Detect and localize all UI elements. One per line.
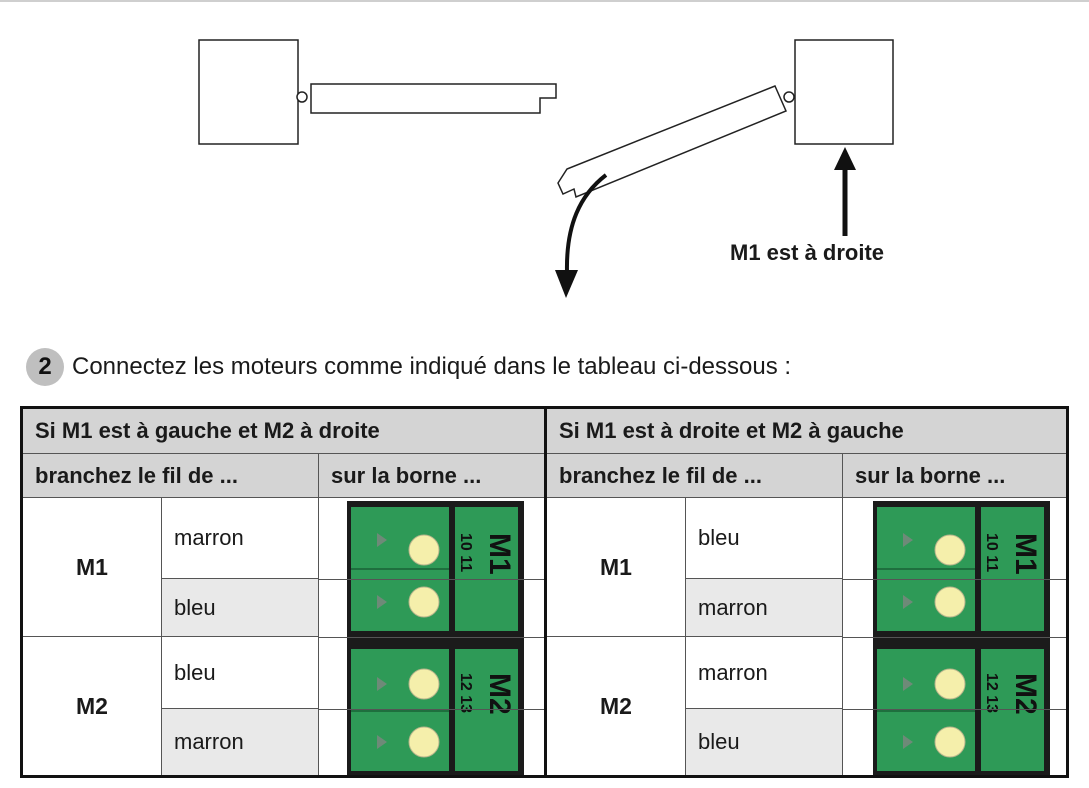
terminal-pins-m2: 12 13 bbox=[457, 673, 474, 713]
table-right-motor-m2: M2 bbox=[547, 637, 686, 775]
terminal-pins-m1: 10 11 bbox=[983, 533, 1000, 572]
top-rule bbox=[0, 0, 1089, 2]
right-gate-leaf bbox=[557, 85, 787, 199]
wiring-table: Si M1 est à gauche et M2 à droite branch… bbox=[20, 406, 1069, 778]
row-divider bbox=[843, 637, 1066, 638]
left-gate-leaf bbox=[310, 83, 557, 114]
table-left-m1-wire2: bleu bbox=[162, 579, 319, 637]
table-right-title: Si M1 est à droite et M2 à gauche bbox=[547, 409, 1066, 454]
swing-arrow-head bbox=[555, 270, 578, 298]
swing-arrow-curve bbox=[564, 173, 608, 273]
terminal-label-m1: M1 bbox=[483, 533, 516, 575]
row-divider bbox=[843, 709, 1066, 710]
terminal-block-right: M1 10 11 M2 12 13 bbox=[873, 501, 1050, 775]
table-left-m2-wire1: bleu bbox=[162, 637, 319, 709]
table-left-col-terminal: sur la borne ... bbox=[319, 454, 544, 498]
terminal-label-m2: M2 bbox=[483, 673, 516, 715]
terminal-pins-m1: 10 11 bbox=[457, 533, 474, 572]
terminal-pins-m2: 12 13 bbox=[983, 673, 1000, 713]
table-left-title: Si M1 est à gauche et M2 à droite bbox=[23, 409, 544, 454]
m1-position-label: M1 est à droite bbox=[730, 240, 885, 265]
right-hinge bbox=[783, 91, 795, 103]
table-left-m2-wire2: marron bbox=[162, 709, 319, 775]
m1-arrow-head bbox=[834, 147, 856, 170]
step-number-badge: 2 bbox=[26, 348, 64, 386]
table-right-m1-wire2: marron bbox=[686, 579, 843, 637]
row-divider bbox=[843, 579, 1066, 580]
terminal-label-m2: M2 bbox=[1009, 673, 1042, 715]
table-right-m2-wire2: bleu bbox=[686, 709, 843, 775]
terminal-block-left: M1 10 11 M2 12 13 bbox=[347, 501, 524, 775]
step-text: Connectez les moteurs comme indiqué dans… bbox=[72, 353, 792, 380]
table-left-col-wire: branchez le fil de ... bbox=[23, 454, 319, 498]
left-hinge bbox=[296, 91, 308, 103]
table-right-m1-wire1: bleu bbox=[686, 498, 843, 579]
table-left-motor-m1: M1 bbox=[23, 498, 162, 637]
table-right-col-terminal: sur la borne ... bbox=[843, 454, 1066, 498]
step-instruction: 2 Connectez les moteurs comme indiqué da… bbox=[26, 348, 791, 386]
table-right-motor-m1: M1 bbox=[547, 498, 686, 637]
left-pillar bbox=[198, 39, 299, 145]
row-divider bbox=[319, 579, 544, 580]
table-left: Si M1 est à gauche et M2 à droite branch… bbox=[23, 409, 547, 775]
right-pillar bbox=[794, 39, 894, 145]
terminal-label-m1: M1 bbox=[1009, 533, 1042, 575]
table-left-m1-wire1: marron bbox=[162, 498, 319, 579]
table-right-col-wire: branchez le fil de ... bbox=[547, 454, 843, 498]
row-divider bbox=[319, 709, 544, 710]
table-right: Si M1 est à droite et M2 à gauche branch… bbox=[547, 409, 1066, 775]
row-divider bbox=[319, 637, 544, 638]
table-right-m2-wire1: marron bbox=[686, 637, 843, 709]
gate-diagram bbox=[198, 39, 894, 298]
table-left-motor-m2: M2 bbox=[23, 637, 162, 775]
